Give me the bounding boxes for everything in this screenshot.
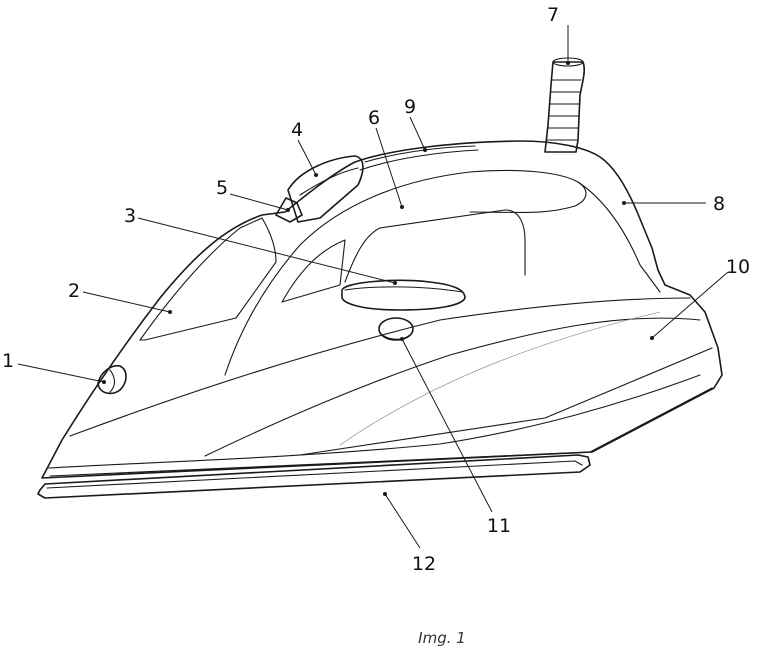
- lower-shell-band: [47, 374, 701, 469]
- callout-9: 9: [404, 96, 416, 118]
- callout-3: 3: [124, 205, 136, 227]
- lower-shell-band-2: [49, 387, 713, 477]
- callout-2: 2: [68, 280, 80, 302]
- callout-5: 5: [216, 177, 228, 199]
- spray-button: [287, 155, 364, 223]
- temperature-control-edge: [378, 330, 414, 340]
- cord-protector-ribs: [546, 79, 582, 141]
- spray-nozzle-inner: [109, 369, 116, 393]
- steam-burst-button: [275, 197, 303, 223]
- callout-labels: 1 2 3 4 5 6 7 8 9 10 11 12: [2, 4, 750, 575]
- water-tank-window: [139, 217, 277, 341]
- callout-8: 8: [713, 193, 725, 215]
- steam-dial-top: [344, 286, 463, 293]
- handle-front-cutout: [281, 239, 346, 303]
- spray-button-face: [299, 167, 359, 196]
- figure-caption: Img. 1: [418, 629, 466, 647]
- callout-12: 12: [412, 553, 436, 575]
- steam-dial: [341, 279, 466, 311]
- soleplate-edge: [46, 460, 583, 489]
- rear-handle: [577, 181, 661, 293]
- side-panel-lower: [299, 347, 713, 456]
- leader-lines: [17, 25, 729, 549]
- handle-outer: [224, 169, 587, 376]
- callout-4: 4: [291, 119, 303, 141]
- callout-10: 10: [726, 256, 750, 278]
- side-panel-upper: [69, 297, 691, 437]
- callout-6: 6: [368, 107, 380, 129]
- iron-body-outline: [41, 140, 723, 479]
- handle-cutout: [344, 209, 526, 283]
- cord-protector: [544, 61, 586, 153]
- callout-11: 11: [487, 515, 511, 537]
- top-seam-2: [359, 149, 479, 171]
- callout-1: 1: [2, 350, 14, 372]
- side-panel-inner: [204, 317, 701, 457]
- soleplate: [37, 454, 591, 499]
- side-highlight: [339, 311, 661, 446]
- callout-7: 7: [547, 4, 559, 26]
- top-seam: [364, 145, 476, 163]
- spray-nozzle: [97, 364, 127, 395]
- iron-illustration: [37, 57, 723, 499]
- temperature-control: [378, 317, 414, 341]
